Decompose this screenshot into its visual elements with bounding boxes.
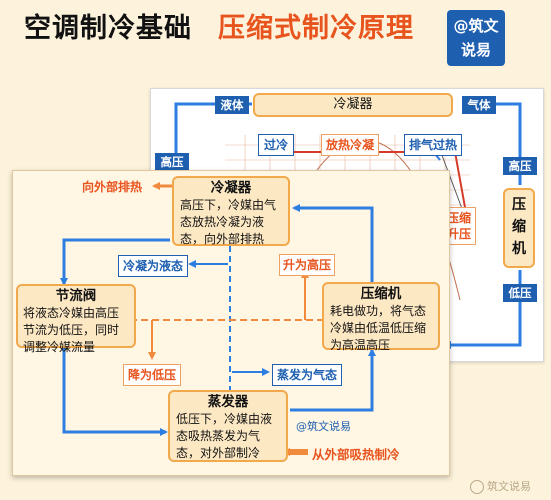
- front-watermark: @筑文说易: [296, 420, 351, 433]
- back-compressor-label: 压缩机: [512, 197, 526, 257]
- compressor-box: 压缩机 耗电做功，将气态冷媒由低温低压缩为高温高压: [322, 282, 440, 352]
- evaporator-box: 蒸发器 低压下，冷媒由液态吸热蒸发为气态，对外部制冷: [168, 390, 288, 462]
- rise-to-high-tag: 升为高压: [279, 254, 335, 276]
- absorb-heat-label: 从外部吸热制冷: [312, 447, 400, 462]
- subcool-tag: 过冷: [258, 134, 294, 156]
- heat-out-label: 向外部排热: [82, 180, 143, 194]
- throttle-desc: 将液态冷媒由高压节流为低压，同时调整冷媒流量: [23, 306, 120, 354]
- brand-badge: @筑文 说易: [447, 10, 505, 66]
- throttle-box: 节流阀 将液态冷媒由高压节流为低压，同时调整冷媒流量: [16, 284, 136, 354]
- brand-line1: @筑文: [453, 17, 499, 35]
- footer-logo-icon: [470, 480, 484, 494]
- drop-to-low-tag: 降为低压: [123, 364, 181, 386]
- condenser-box: 冷凝器 高压下，冷媒由气态放热冷凝为液态，向外部排热: [172, 176, 290, 246]
- evaporate-to-gas-tag: 蒸发为气态: [272, 364, 342, 386]
- brand-line2: 说易: [460, 41, 491, 59]
- title-right: 压缩式制冷原理: [218, 13, 414, 44]
- title-left: 空调制冷基础: [24, 13, 192, 44]
- condenser-title: 冷凝器: [210, 180, 252, 196]
- back-condenser-label: 冷凝器: [333, 97, 373, 112]
- condenser-desc: 高压下，冷媒由气态放热冷凝为液态，向外部排热: [180, 198, 277, 246]
- liquid-tag: 液体: [215, 96, 249, 114]
- condense-to-liquid-tag: 冷凝为液态: [118, 255, 188, 277]
- superheat-tag: 排气过热: [404, 134, 462, 156]
- low-pressure-right-tag: 低压: [503, 284, 537, 302]
- throttle-title: 节流阀: [55, 288, 97, 304]
- evaporator-desc: 低压下，冷媒由液态吸热蒸发为气态，对外部制冷: [176, 412, 273, 460]
- evaporator-title: 蒸发器: [207, 394, 249, 410]
- back-condenser-box: 冷凝器: [253, 93, 453, 117]
- footer-watermark: 筑文说易: [470, 478, 531, 494]
- high-pressure-right-tag: 高压: [503, 157, 537, 175]
- heat-release-tag: 放热冷凝: [321, 134, 379, 156]
- gas-tag: 气体: [462, 96, 496, 114]
- high-pressure-left-tag: 高压: [155, 153, 189, 171]
- compressor-title: 压缩机: [360, 286, 402, 302]
- footer-watermark-text: 筑文说易: [487, 480, 531, 493]
- compressor-desc: 耗电做功，将气态冷媒由低温低压缩为高温高压: [330, 304, 427, 352]
- back-compressor-box: 压缩机: [503, 188, 535, 268]
